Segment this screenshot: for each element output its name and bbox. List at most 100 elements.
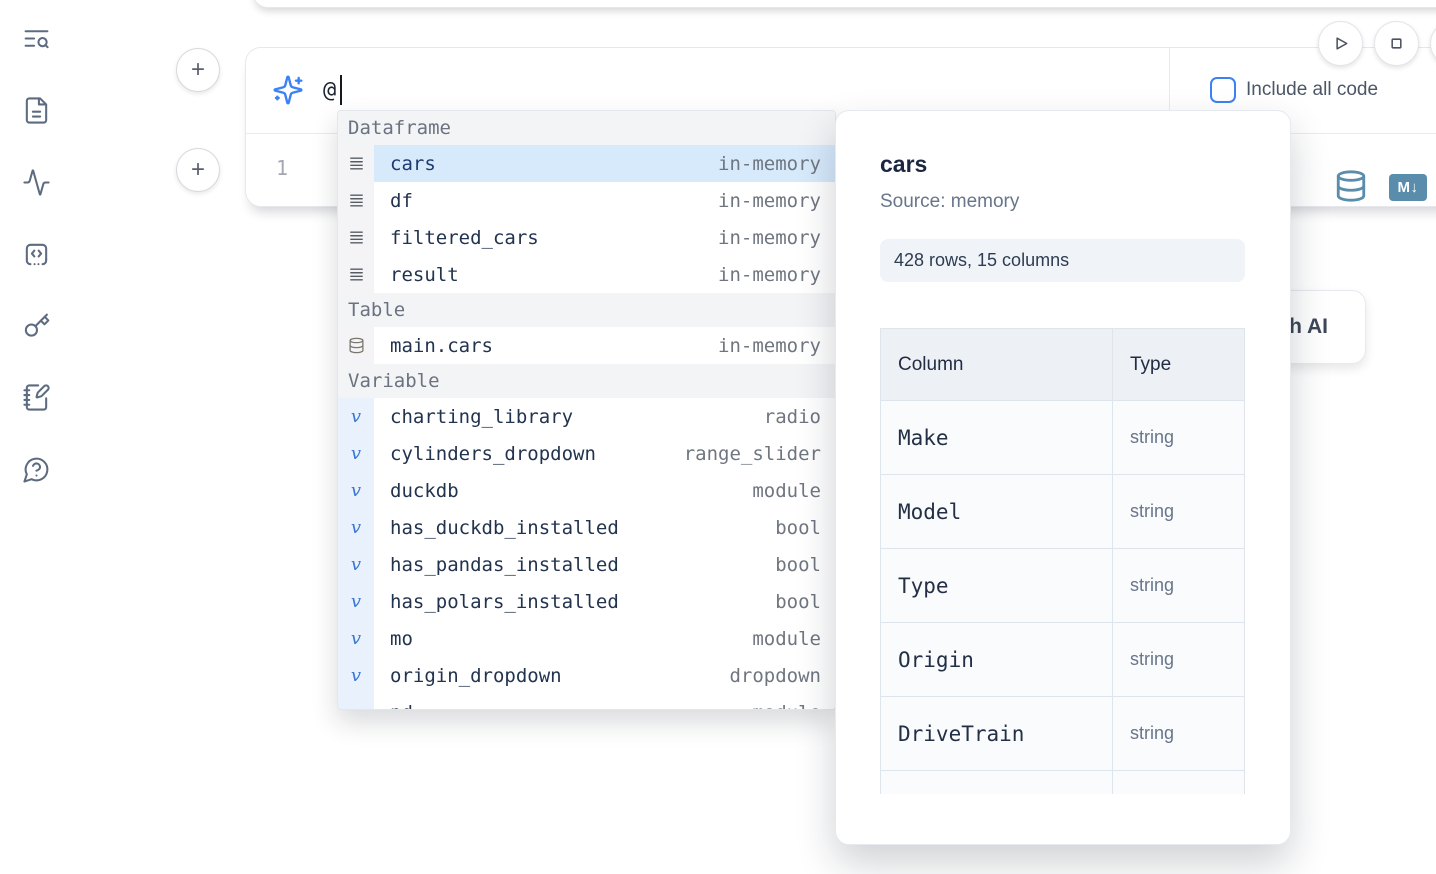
item-type: dropdown [729,664,821,687]
column-type-cell: string [1112,548,1245,623]
database-icon[interactable] [1334,169,1368,203]
line-number: 1 [275,156,289,180]
autocomplete-item-charting-library[interactable]: v charting_library radio [338,398,835,435]
help-chat-question-icon[interactable] [22,455,51,484]
variable-icon: v [338,546,374,583]
item-name: cars [390,152,436,175]
schema-table: Column Type Make string Model string Typ… [880,328,1245,794]
table-row: DriveTrain string [880,696,1245,771]
variable-icon: v [338,435,374,472]
column-type-cell: string [1112,696,1245,771]
variable-icon: v [338,694,374,709]
item-type: range_slider [683,442,821,465]
item-type: in-memory [718,152,821,175]
item-name: cylinders_dropdown [390,442,596,465]
item-name: has_pandas_installed [390,553,619,576]
previous-cell-partial [252,0,1436,8]
autocomplete-item-cars[interactable]: cars in-memory [338,145,835,182]
item-type: module [740,702,821,710]
item-type: radio [763,405,821,428]
column-name-cell: Make [880,400,1113,475]
dataframe-icon [338,145,374,182]
variable-icon: v [338,583,374,620]
autocomplete-item-main-cars[interactable]: main.cars in-memory [338,327,835,364]
item-name: df [390,189,413,212]
item-type: in-memory [718,263,821,286]
preview-title: cars [880,151,928,177]
stop-icon [1391,38,1402,49]
item-type: in-memory [718,334,821,357]
autocomplete-item-has-pandas-installed[interactable]: v has_pandas_installed bool [338,546,835,583]
table-row: Origin string [880,622,1245,697]
autocomplete-item-has-polars-installed[interactable]: v has_polars_installed bool [338,583,835,620]
section-header-table: Table [338,293,835,327]
section-header-dataframe: Dataframe [338,111,835,145]
table-row: Make string [880,400,1245,475]
dataframe-preview-popup: cars Source: memory 428 rows, 15 columns… [835,110,1291,845]
preview-source: Source: memory [880,191,1020,212]
item-name: result [390,263,459,286]
item-name: has_polars_installed [390,590,619,613]
include-all-code-checkbox[interactable] [1210,77,1236,103]
dataframe-icon [338,256,374,293]
scratchpad-notebook-pen-icon[interactable] [22,383,51,412]
file-document-icon[interactable] [22,96,51,125]
code-snippets-icon[interactable] [22,240,51,269]
dataframe-icon [338,182,374,219]
variable-icon: v [338,509,374,546]
section-header-variable: Variable [338,364,835,398]
item-name: filtered_cars [390,226,539,249]
run-cell-button[interactable] [1318,21,1363,66]
autocomplete-item-filtered-cars[interactable]: filtered_cars in-memory [338,219,835,256]
ai-options: Include all code [1169,48,1436,134]
markdown-badge-icon[interactable]: M↓ [1389,174,1427,201]
type-header: Type [1112,328,1245,401]
autocomplete-item-result[interactable]: result in-memory [338,256,835,293]
ai-prompt-input[interactable]: @ [323,78,337,103]
add-cell-below-button[interactable]: + [176,148,220,192]
key-icon[interactable] [22,311,51,340]
text-cursor [340,75,342,105]
variable-icon: v [338,398,374,435]
item-type: bool [775,590,821,613]
play-icon [1336,37,1348,50]
include-all-code-label: Include all code [1246,79,1379,100]
item-type: in-memory [718,189,821,212]
column-name-cell: Model [880,474,1113,549]
item-name: pd [390,702,413,710]
variable-icon: v [338,620,374,657]
column-type-cell: string [1112,400,1245,475]
variable-icon: v [338,472,374,509]
table-row: Model string [880,474,1245,549]
table-row-partial [880,770,1245,794]
toc-search-icon[interactable] [22,24,51,53]
autocomplete-item-pd[interactable]: v pd module [338,694,835,710]
item-type: bool [775,553,821,576]
autocomplete-dropdown: Dataframe cars in-memory df in-memory filt… [337,110,836,710]
sparkles-ai-icon [272,74,304,106]
item-name: main.cars [390,334,493,357]
variable-icon: v [338,657,374,694]
item-type: in-memory [718,226,821,249]
database-icon [338,327,374,364]
add-cell-above-button[interactable]: + [176,48,220,92]
shape-badge: 428 rows, 15 columns [880,239,1245,282]
item-name: charting_library [390,405,574,428]
column-name-cell: DriveTrain [880,696,1113,771]
item-name: duckdb [390,479,459,502]
autocomplete-item-origin-dropdown[interactable]: v origin_dropdown dropdown [338,657,835,694]
stop-button[interactable] [1374,21,1419,66]
autocomplete-item-cylinders-dropdown[interactable]: v cylinders_dropdown range_slider [338,435,835,472]
activity-pulse-icon[interactable] [22,168,51,197]
table-header-row: Column Type [880,328,1245,401]
column-header: Column [880,328,1113,401]
column-type-cell: string [1112,474,1245,549]
autocomplete-item-df[interactable]: df in-memory [338,182,835,219]
table-row: Type string [880,548,1245,623]
sidebar [0,0,72,874]
column-name-cell: Origin [880,622,1113,697]
item-name: origin_dropdown [390,664,562,687]
